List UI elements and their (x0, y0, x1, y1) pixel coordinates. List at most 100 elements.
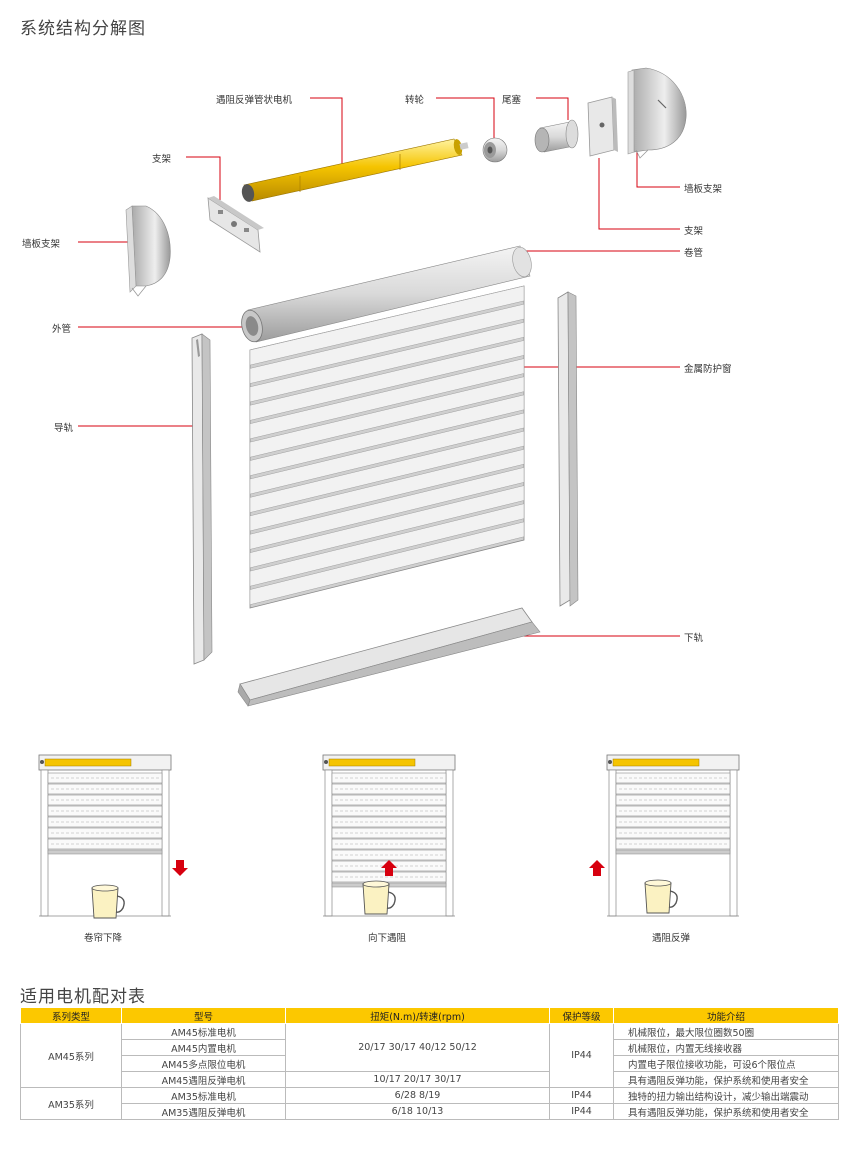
motor-housing (606, 754, 740, 771)
label-bracket-left: 支架 (152, 154, 172, 165)
wall-bracket-left (125, 205, 171, 297)
motor-table-title: 适用电机配对表 (20, 987, 146, 1007)
table-row: AM45内置电机 机械限位，内置无线接收器 (21, 1039, 839, 1056)
shutter-slat (249, 412, 525, 495)
shutter-slat (249, 448, 525, 532)
motor-end (324, 760, 328, 764)
mug-handle (668, 890, 678, 908)
shutter-slat (249, 358, 525, 440)
label-roll-tube: 卷管 (684, 248, 704, 259)
shutter-slat (331, 849, 447, 861)
shutter-slat (47, 838, 163, 850)
label-bracket-right: 支架 (684, 226, 704, 237)
table-row: AM35系列 AM35标准电机 6/28 8/19 IP44 独特的扭力输出结构… (20, 1087, 839, 1120)
cell-model: AM45多点限位电机 (121, 1055, 286, 1072)
header-model: 型号 (121, 1007, 286, 1024)
tubular-motor (241, 138, 469, 202)
bottom-rail (237, 607, 541, 707)
exploded-view-title: 系统结构分解图 (20, 19, 146, 39)
table-row: AM45遇阻反弹电机 10/17 20/17 30/17 具有遇阻反弹功能，保护… (21, 1071, 839, 1088)
cell-protection: IP44 (549, 1103, 614, 1120)
label-outer-tube: 外管 (52, 324, 72, 335)
label-metal-shutter: 金属防护窗 (684, 364, 732, 375)
label-motor: 遇阻反弹管状电机 (216, 95, 293, 106)
guide-rail (324, 769, 333, 917)
label-guide-rail: 导轨 (54, 423, 74, 434)
cell-torque: 6/18 10/13 (285, 1103, 550, 1120)
bracket-plate-right (587, 96, 618, 157)
shutter-slat (47, 783, 163, 795)
motor-matching-table: 系列类型 型号 扭矩(N.m)/转速(rpm) 保护等级 功能介绍 AM45系列… (20, 1007, 839, 1120)
shutter-slat (331, 827, 447, 839)
wall-bracket-right (627, 67, 687, 159)
arrow-down-icon (172, 860, 188, 876)
guide-rail (161, 769, 170, 917)
guide-rail (445, 769, 454, 917)
shutter-slat (615, 827, 731, 839)
cell-model: AM45内置电机 (121, 1039, 286, 1056)
shutter-slat (331, 871, 447, 883)
demo-rebound (589, 754, 740, 917)
demo-caption-rebound: 遇阻反弹 (651, 933, 690, 944)
mug-rim (644, 879, 672, 887)
label-bottom-rail: 下轨 (684, 633, 704, 644)
shutter-slat (331, 805, 447, 817)
roll-tube (241, 245, 532, 343)
label-tail-plug: 尾塞 (502, 95, 522, 106)
drive-wheel (482, 137, 508, 163)
cell-function: 内置电子限位接收功能，可设6个限位点 (613, 1055, 839, 1072)
shutter-slat (331, 838, 447, 850)
cell-protection: IP44 (549, 1023, 614, 1088)
demo-caption-obstacle-down: 向下遇阻 (367, 933, 406, 944)
bottom-bar (615, 849, 731, 855)
shutter-slat (615, 838, 731, 850)
mug-handle (386, 891, 396, 909)
cell-function: 机械限位，内置无线接收器 (613, 1039, 839, 1056)
cell-torque: 6/28 8/19 (285, 1087, 550, 1104)
mug-handle (115, 895, 125, 913)
shutter-slat (331, 794, 447, 806)
cell-function: 具有遇阻反弹功能，保护系统和使用者安全 (613, 1071, 839, 1088)
shutter-slat (249, 503, 525, 587)
shutter-slat (615, 794, 731, 806)
shutter-slat (331, 860, 447, 872)
label-wall-bracket-left: 墙板支架 (22, 239, 61, 250)
mug-icon (644, 882, 672, 914)
table-row: AM45多点限位电机 内置电子限位接收功能，可设6个限位点 (21, 1055, 839, 1072)
motor (328, 758, 416, 767)
shutter-slat (249, 376, 525, 458)
shutter-slat (249, 467, 525, 550)
cell-function: 独特的扭力输出结构设计，减少输出端震动 (613, 1087, 839, 1104)
header-series: 系列类型 (20, 1007, 122, 1024)
shutter-slat (249, 340, 525, 421)
metal-shutter-curtain (249, 285, 525, 609)
header-protection: 保护等级 (549, 1007, 614, 1024)
guide-rail (608, 769, 617, 917)
motor (44, 758, 132, 767)
exploded-diagram (78, 67, 687, 707)
table-row: AM45系列 AM45标准电机 20/17 30/17 40/12 50/12 … (20, 1023, 839, 1088)
guide-rail (40, 769, 49, 917)
shutter-slat (47, 772, 163, 784)
shutter-slats (249, 285, 525, 606)
cell-function: 具有遇阻反弹功能，保护系统和使用者安全 (613, 1103, 839, 1120)
table-header-row: 系列类型 型号 扭矩(N.m)/转速(rpm) 保护等级 功能介绍 (20, 1007, 839, 1024)
shutter-slat (615, 783, 731, 795)
motor-housing (38, 754, 172, 771)
bracket-plate-left (207, 196, 264, 253)
shutter-slat (331, 772, 447, 784)
shutter-slat (47, 827, 163, 839)
demo-caption-lowering: 卷帘下降 (83, 933, 122, 944)
shutter-slat (47, 794, 163, 806)
cell-model: AM45标准电机 (121, 1023, 286, 1040)
cell-series: AM45系列 (20, 1023, 122, 1088)
cell-torque: 20/17 30/17 40/12 50/12 (285, 1023, 550, 1072)
shutter-slat (615, 805, 731, 817)
motor-housing (322, 754, 456, 771)
tail-plug (534, 119, 579, 153)
shutter-slat (249, 430, 525, 513)
demo-obstacle-down (322, 754, 456, 917)
header-function: 功能介绍 (613, 1007, 839, 1024)
shutter-slat (615, 816, 731, 828)
motor-end (40, 760, 44, 764)
